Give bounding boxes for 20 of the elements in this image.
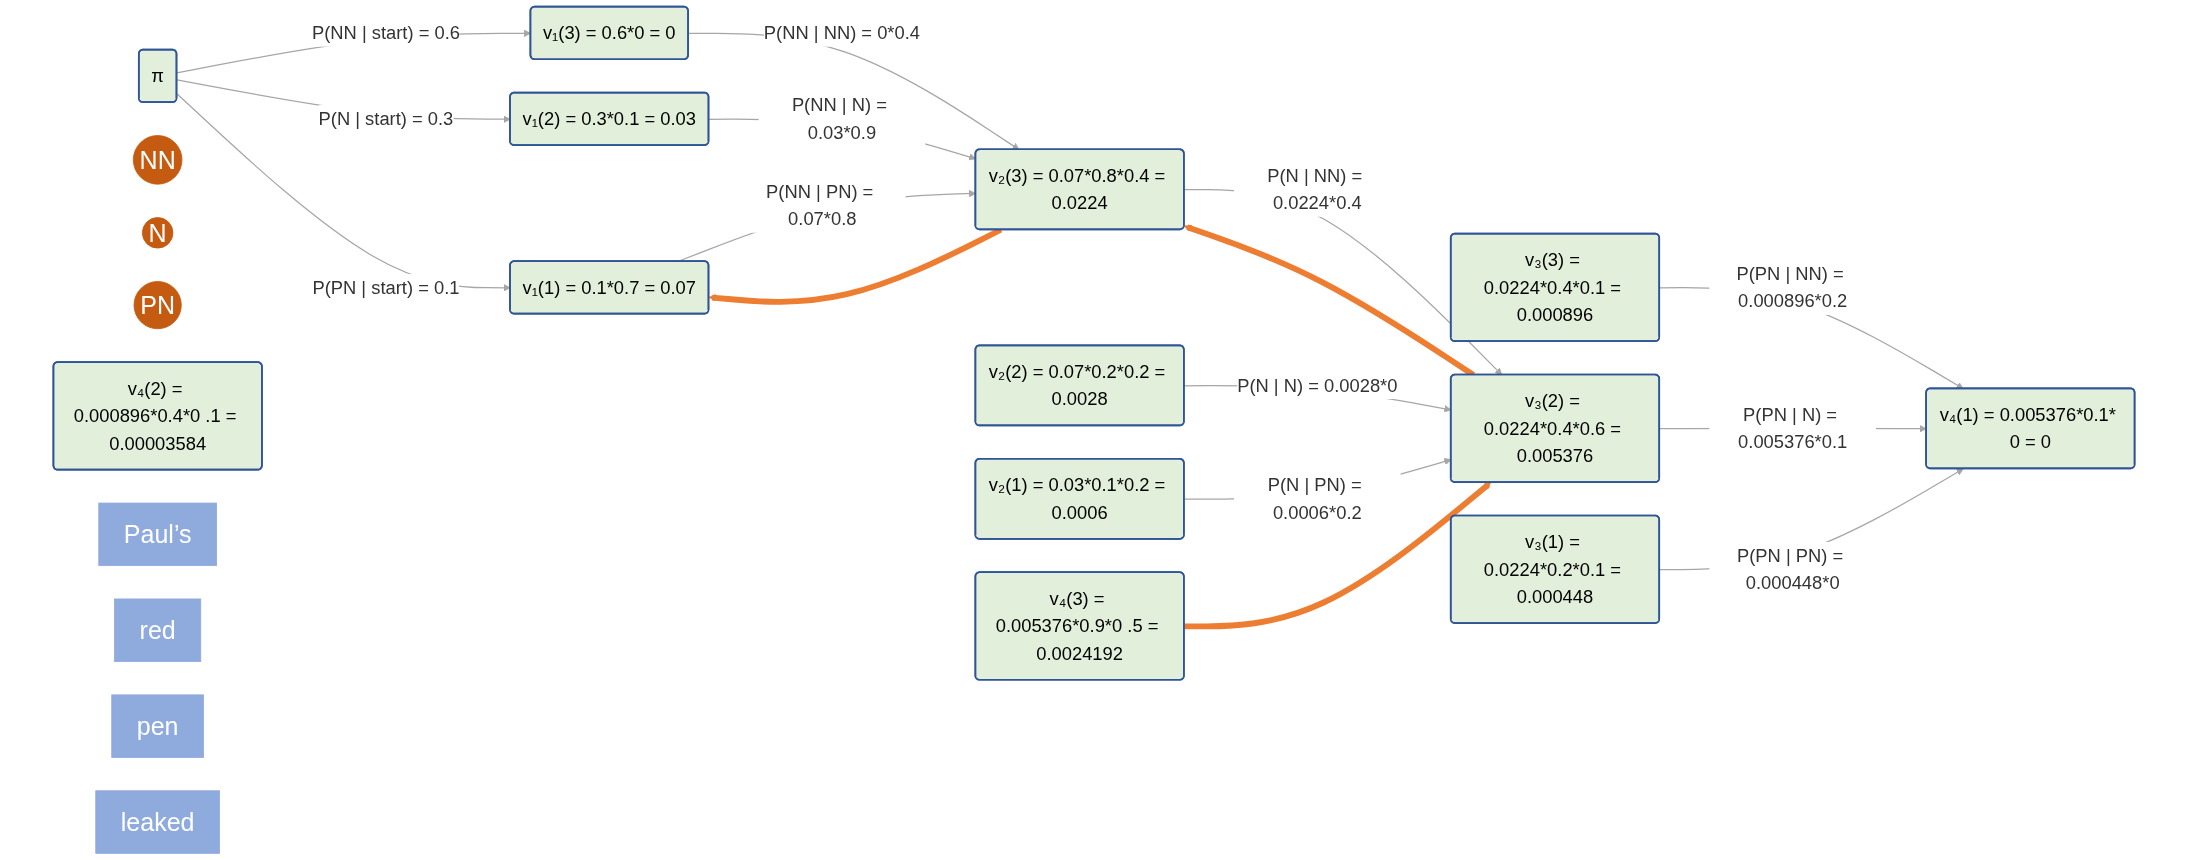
arrow: [1184, 482, 1492, 630]
edge-label: P(N | PN) = 0.0006*0.2: [1267, 474, 1362, 523]
edge-label: P(N | NN) = 0.0224*0.4: [1267, 165, 1363, 214]
edge-label: P(N | N) = 0.0028*0: [1237, 374, 1398, 396]
node-circle: PN: [133, 281, 182, 330]
edge-label: P(NN | start) = 0.6: [311, 22, 460, 44]
node-box: pen: [111, 694, 204, 758]
node-circle: NN: [132, 135, 183, 185]
node-circle: N: [141, 217, 174, 249]
edge-label: P(NN | PN) = 0.07*0.8: [766, 181, 874, 230]
edge-label: P(PN | start) = 0.1: [312, 276, 460, 298]
edge-label: P(PN | N) = 0.005376*0.1: [1738, 404, 1848, 453]
edge-label: P(N | start) = 0.3: [318, 108, 454, 130]
edge-label: P(PN | PN) = 0.000448*0: [1737, 545, 1844, 594]
edge-label: P(PN | NN) = 0.000896*0.2: [1736, 263, 1848, 312]
edge-label: P(NN | NN) = 0*0.4: [763, 22, 921, 44]
node-box: red: [114, 598, 202, 662]
edge-label: P(NN | N) = 0.03*0.9: [791, 94, 887, 144]
node-box: leaked: [95, 790, 220, 854]
node-box: Paul’s: [98, 502, 217, 567]
